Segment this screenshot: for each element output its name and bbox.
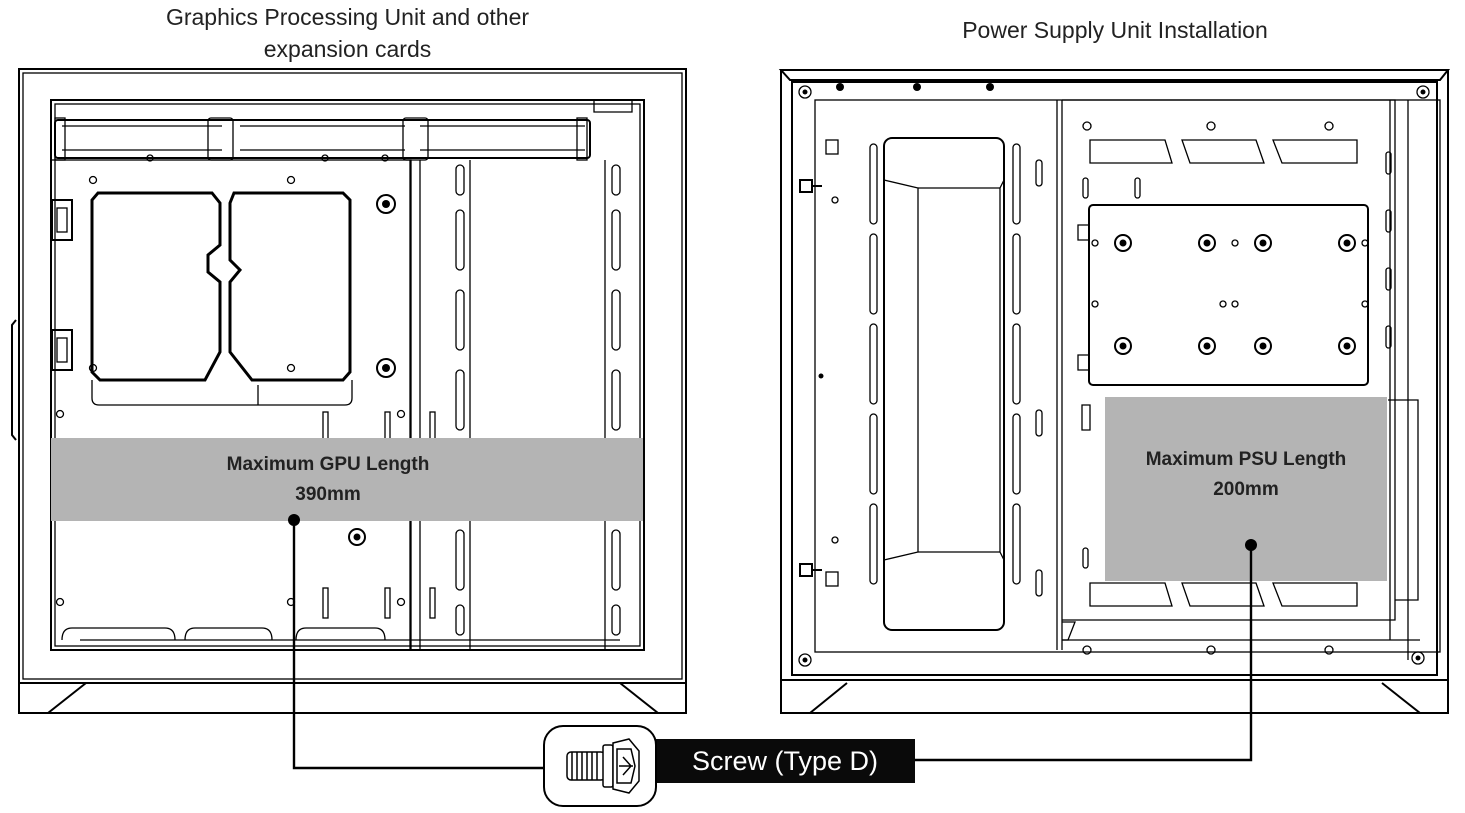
psu-case-drive-bay	[1077, 204, 1369, 386]
gpu-case-bottom-fans	[61, 627, 620, 641]
gpu-length-value: 390mm	[295, 483, 361, 505]
psu-case-right-hardware	[1081, 151, 1419, 601]
gpu-section-title: Graphics Processing Unit and other expan…	[165, 4, 530, 62]
gpu-case-vertical-slots	[322, 160, 621, 650]
gpu-length-band: Maximum GPU Length 390mm	[51, 438, 643, 521]
psu-case-corner-screws	[798, 83, 1430, 667]
gpu-case-screw-holes	[55, 154, 406, 607]
screw-icon	[566, 738, 640, 794]
psu-case-outline	[778, 69, 1451, 681]
psu-case-bottom-vents	[1062, 582, 1358, 641]
psu-case-feet	[780, 679, 1449, 714]
gpu-leader-line	[288, 514, 545, 770]
screw-callout-box	[543, 725, 657, 807]
psu-case-left-hardware	[799, 139, 839, 587]
psu-case-front-panel	[869, 137, 1043, 631]
psu-length-band: Maximum PSU Length 200mm	[1105, 397, 1387, 581]
gpu-case-feet	[18, 682, 687, 714]
psu-length-value: 200mm	[1213, 479, 1279, 500]
psu-length-heading: Maximum PSU Length	[1145, 449, 1347, 470]
gpu-length-heading: Maximum GPU Length	[226, 453, 430, 475]
gpu-case-side-handles	[51, 199, 73, 371]
psu-leader-line	[915, 539, 1257, 762]
screw-type-label: Screw (Type D)	[655, 739, 915, 783]
psu-section-title: Power Supply Unit Installation	[962, 17, 1268, 43]
psu-case-top-vents	[1082, 121, 1358, 655]
